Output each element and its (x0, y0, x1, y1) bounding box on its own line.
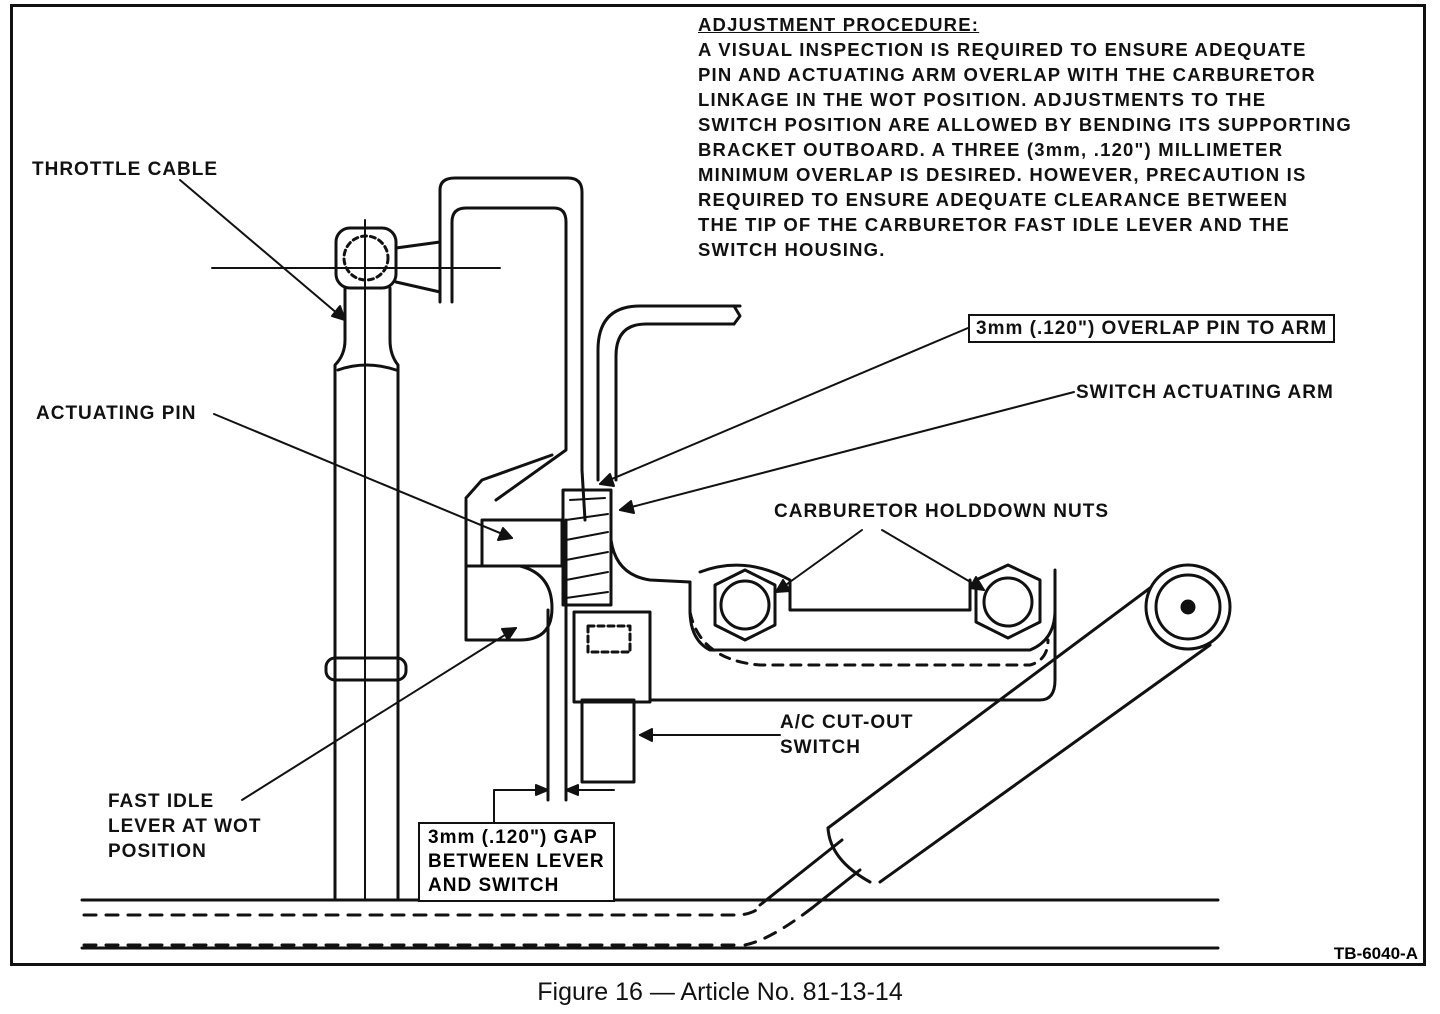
figure-frame (10, 4, 1426, 966)
procedure-line: LINKAGE IN THE WOT POSITION. ADJUSTMENTS… (698, 89, 1267, 110)
figure-caption: Figure 16 — Article No. 81-13-14 (537, 978, 903, 1006)
procedure-line: A VISUAL INSPECTION IS REQUIRED TO ENSUR… (698, 39, 1307, 60)
label-overlap-pin-to-arm: 3mm (.120") OVERLAP PIN TO ARM (968, 314, 1336, 343)
holddown-plate (648, 563, 1057, 702)
label-holddown-nuts: CARBURETOR HOLDDOWN NUTS (774, 501, 1110, 522)
linkage-bracket (438, 176, 587, 802)
switch-actuating-arm (561, 304, 742, 607)
label-gap-1: 3mm (.120") GAP (428, 827, 598, 848)
procedure-line: SWITCH POSITION ARE ALLOWED BY BENDING I… (698, 114, 1352, 135)
throttle-rod (758, 563, 1232, 910)
throttle-cable-shaft (211, 219, 501, 902)
label-gap-3: AND SWITCH (428, 875, 560, 896)
label-actuating-pin: ACTUATING PIN (36, 403, 197, 424)
procedure-line: SWITCH HOUSING. (698, 239, 886, 260)
procedure-line: PIN AND ACTUATING ARM OVERLAP WITH THE C… (698, 64, 1316, 85)
ac-cutout-switch (572, 610, 652, 784)
procedure-line: REQUIRED TO ENSURE ADEQUATE CLEARANCE BE… (698, 189, 1289, 210)
label-switch-actuating-arm: SWITCH ACTUATING ARM (1076, 382, 1334, 403)
procedure-line: THE TIP OF THE CARBURETOR FAST IDLE LEVE… (698, 214, 1290, 235)
label-gap-2: BETWEEN LEVER (428, 851, 605, 872)
label-ac-cutout-1: A/C CUT-OUT (780, 712, 914, 733)
label-throttle-cable: THROTTLE CABLE (32, 159, 219, 180)
label-fast-idle-3: POSITION (108, 841, 207, 862)
label-fast-idle-2: LEVER AT WOT (108, 816, 262, 837)
procedure-heading: ADJUSTMENT PROCEDURE: (698, 14, 980, 35)
leader-lines (179, 179, 1075, 823)
procedure-line: MINIMUM OVERLAP IS DESIRED. HOWEVER, PRE… (698, 164, 1307, 185)
adjustment-procedure: ADJUSTMENT PROCEDURE: A VISUAL INSPECTIO… (698, 12, 1352, 262)
label-ac-cutout-2: SWITCH (780, 737, 861, 758)
procedure-line: BRACKET OUTBOARD. A THREE (3mm, .120") M… (698, 139, 1284, 160)
label-gap-box: 3mm (.120") GAP BETWEEN LEVER AND SWITCH (418, 822, 615, 902)
figure-code: TB-6040-A (1333, 944, 1418, 963)
base-lines (80, 898, 1220, 950)
label-fast-idle-1: FAST IDLE (108, 791, 215, 812)
